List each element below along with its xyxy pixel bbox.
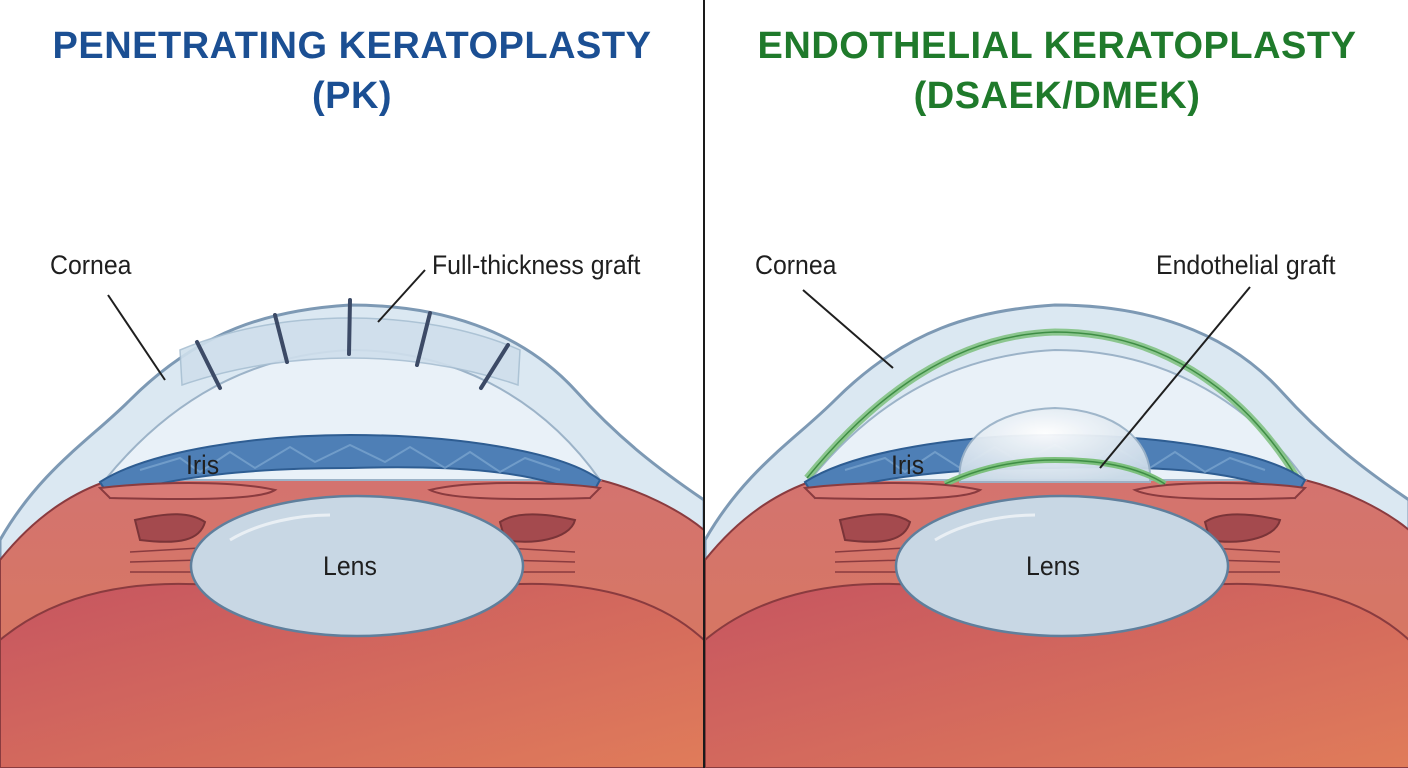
ek-eye-diagram [705,286,1408,768]
ek-title-line2: (DSAEK/DMEK) [913,75,1201,117]
pk-cornea-label: Cornea [50,250,132,280]
ek-iris-label: Iris [891,450,925,480]
pk-title-line2: (PK) [311,75,393,117]
lens-shape [189,494,525,638]
pk-eye-diagram [0,269,704,768]
panel-divider [703,0,705,768]
cornea-leader-line [802,289,894,369]
graft-leader-line [1099,286,1251,469]
pk-lens-label: Lens [323,551,377,581]
ek-graft-label: Endothelial graft [1156,250,1336,280]
graft-leader-line [377,269,426,323]
ek-panel: ENDOTHELIAL KERATOPLASTY (DSAEK/DMEK) [705,0,1408,768]
ek-cornea-label: Cornea [755,250,837,280]
ek-lens-label: Lens [1026,551,1080,581]
pk-panel: PENETRATING KERATOPLASTY (PK) [0,25,704,768]
cornea-leader-line [107,294,166,381]
pk-title-line1: PENETRATING KERATOPLASTY [52,25,652,67]
lens-shape [894,494,1230,638]
pk-iris-label: Iris [186,450,220,480]
pk-graft-label: Full-thickness graft [432,250,641,280]
suture-icon [195,298,510,390]
iris-shape [98,433,602,500]
ek-title-line1: ENDOTHELIAL KERATOPLASTY [757,25,1357,67]
